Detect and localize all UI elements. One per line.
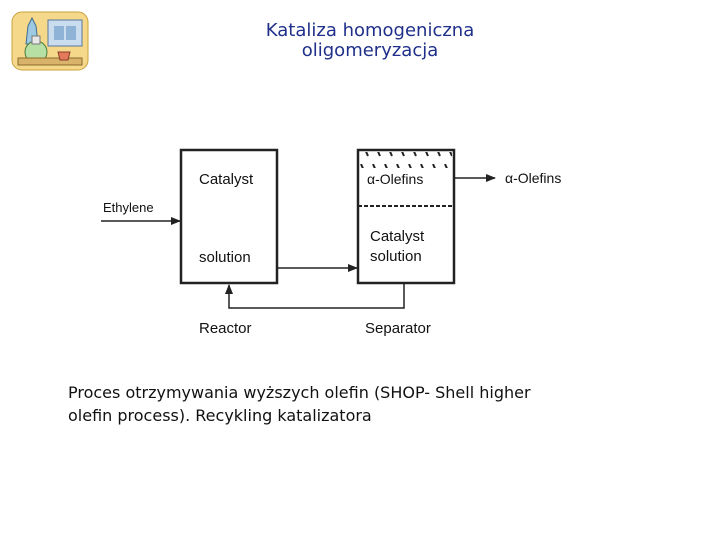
catalyst-recycle-arrow xyxy=(225,283,405,309)
reactor-box xyxy=(179,148,279,285)
laboratory-clipart-icon xyxy=(11,11,89,71)
ethylene-label: Ethylene xyxy=(103,200,154,215)
separator-box xyxy=(356,148,456,285)
caption-line-2: olefin process). Recykling katalizatora xyxy=(68,406,372,425)
separator-catalyst-text: Catalyst xyxy=(370,228,425,245)
shop-process-diagram: Catalyst solution α-Olefins Catalyst sol… xyxy=(101,148,561,337)
reactor-solution-text: solution xyxy=(199,249,251,266)
separator-label: Separator xyxy=(365,320,431,337)
olefins-hatch xyxy=(360,152,452,168)
slide-title-line-2: oligomeryzacja xyxy=(301,40,439,61)
slide-title-line-1: Kataliza homogeniczna xyxy=(265,20,475,41)
separator-olefins-text: α-Olefins xyxy=(367,171,423,187)
separator-solution-text: solution xyxy=(370,248,422,265)
reactor-catalyst-text: Catalyst xyxy=(199,171,254,188)
slide-caption: Proces otrzymywania wyższych olefin (SHO… xyxy=(68,381,628,427)
caption-line-1: Proces otrzymywania wyższych olefin (SHO… xyxy=(68,383,531,402)
reactor-label: Reactor xyxy=(199,320,252,337)
product-olefins-text: α-Olefins xyxy=(505,170,561,186)
